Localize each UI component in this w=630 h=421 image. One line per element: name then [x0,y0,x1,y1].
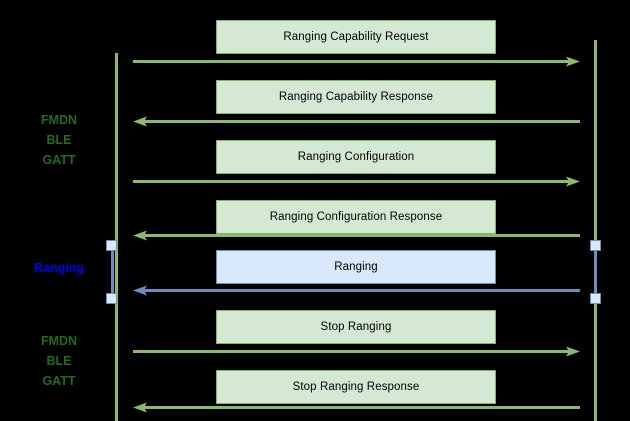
group-label-fmdn-top: FMDN BLE GATT [40,113,78,167]
lifeline-right [594,40,597,421]
message-arrow-6-right [133,346,580,357]
activation-box-left-end [106,293,117,304]
message-arrow-4-left [133,230,580,241]
message-box-1: Ranging Capability Request [216,20,496,54]
message-box-5: Ranging [216,250,496,284]
activation-bar-left [111,247,114,299]
message-arrow-5-left [133,285,580,296]
message-arrow-2-left [133,116,580,127]
message-label-7: Stop Ranging Response [292,381,420,393]
message-label-2: Ranging Capability Response [278,91,434,103]
message-box-4: Ranging Configuration Response [216,200,496,234]
message-box-6: Stop Ranging [216,310,496,344]
message-arrow-7-left [133,402,580,413]
message-arrow-3-right [133,176,580,187]
group-label-ranging: Ranging [34,261,84,275]
message-box-2: Ranging Capability Response [216,80,496,114]
message-label-3: Ranging Configuration [297,151,415,163]
activation-bar-right [594,247,597,299]
message-box-7: Stop Ranging Response [216,370,496,404]
message-label-6: Stop Ranging [320,321,392,333]
message-label-1: Ranging Capability Request [283,31,429,43]
message-arrow-1-right [133,56,580,67]
activation-box-right-start [590,240,601,251]
activation-box-right-end [590,293,601,304]
message-box-3: Ranging Configuration [216,140,496,174]
message-label-5: Ranging [334,261,378,273]
lifeline-left [115,53,118,421]
activation-box-left-start [106,240,117,251]
group-label-fmdn-bottom: FMDN BLE GATT [40,334,78,388]
message-label-4: Ranging Configuration Response [269,211,443,223]
